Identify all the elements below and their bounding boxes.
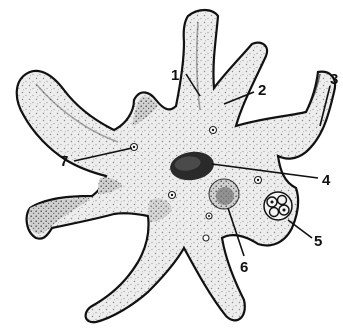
food-vacuole [264, 192, 292, 220]
label-4: 4 [322, 172, 331, 189]
label-3: 3 [330, 71, 338, 88]
label-2: 2 [258, 82, 266, 99]
label-6: 6 [240, 259, 248, 276]
label-1: 1 [171, 67, 179, 84]
label-5: 5 [314, 233, 322, 250]
contractile-vacuole-core [216, 187, 234, 205]
label-7: 7 [60, 153, 68, 170]
